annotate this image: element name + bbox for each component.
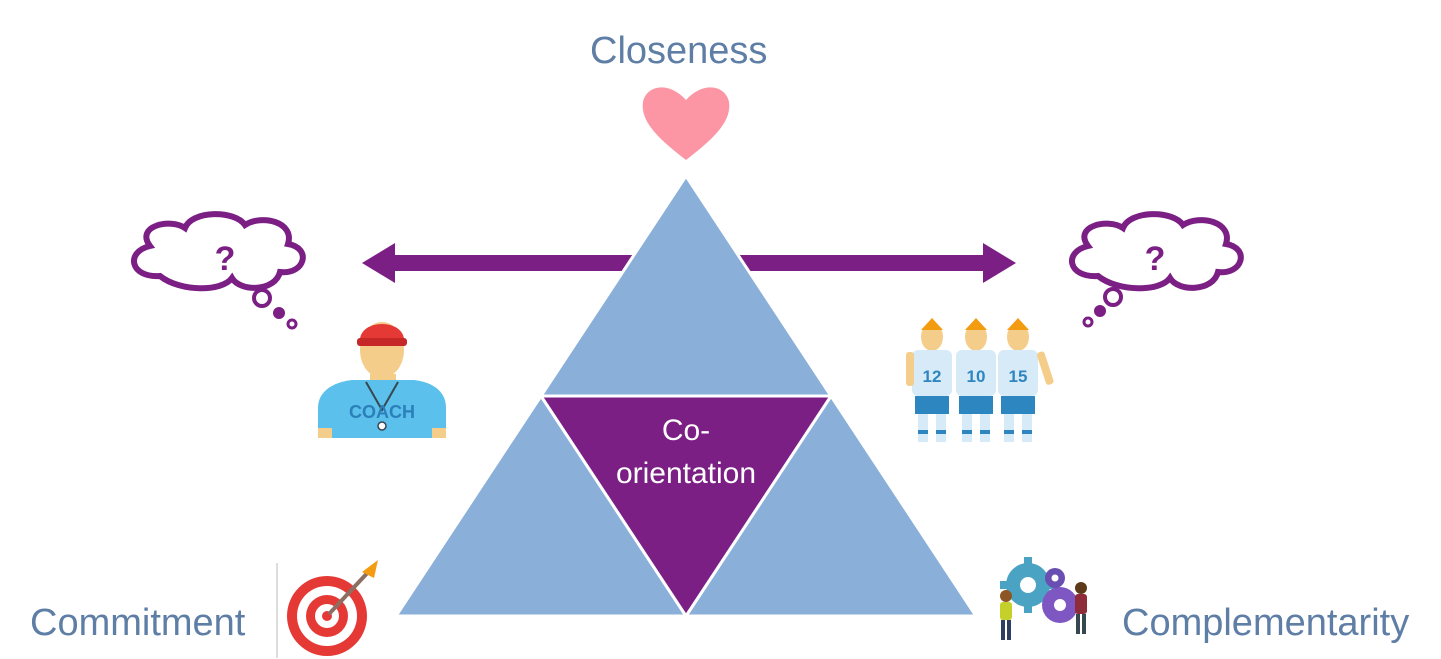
player-number-2: 10 xyxy=(967,367,986,386)
coach-icon: COACH xyxy=(318,322,446,438)
gears-with-people-icon xyxy=(1000,557,1087,640)
thought-question-mark-left: ? xyxy=(215,240,236,278)
commitment-label: Commitment xyxy=(30,602,246,644)
thought-bubble-icon xyxy=(1069,211,1244,292)
triangle-top xyxy=(538,173,834,398)
player-1: 12 xyxy=(906,318,952,442)
triangle-center xyxy=(538,394,834,619)
closeness-label: Closeness xyxy=(590,30,768,72)
player-number-1: 12 xyxy=(923,367,942,386)
target-with-arrow-icon xyxy=(276,560,378,658)
thought-bubble-icon xyxy=(131,211,306,292)
thought-bubble-left: ? xyxy=(131,211,306,330)
thought-bubble-right: ? xyxy=(1069,211,1244,328)
players-icon: 12 10 xyxy=(906,318,1054,442)
center-label-line2: orientation xyxy=(616,457,756,490)
player-3: 15 xyxy=(998,318,1054,442)
triangle-group xyxy=(393,173,979,619)
coach-shirt-text: COACH xyxy=(349,402,415,422)
complementarity-label: Complementarity xyxy=(1122,602,1410,644)
player-2: 10 xyxy=(956,318,996,442)
thought-question-mark-right: ? xyxy=(1145,240,1166,278)
player-number-3: 15 xyxy=(1009,367,1028,386)
heart-icon xyxy=(642,87,730,160)
center-label-line1: Co- xyxy=(662,414,710,447)
